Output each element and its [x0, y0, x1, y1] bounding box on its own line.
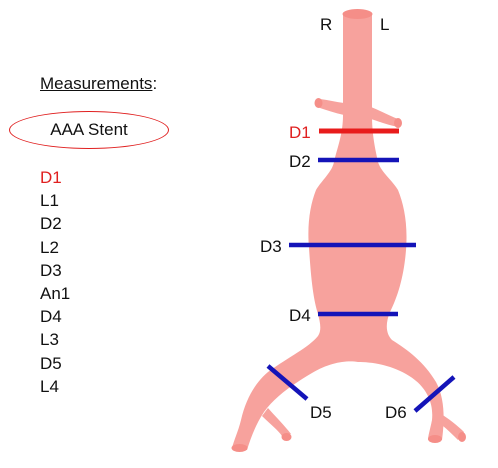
measurement-item-an1[interactable]: An1 [40, 284, 71, 304]
renal-branch-right-cap [314, 98, 323, 108]
iliac-branch-right-small [262, 408, 291, 436]
diagram-labels: R L D1 D2 D3 D4 D5 D6 [260, 15, 407, 422]
measurement-list: D1 L1 D2 L2 D3 An1 D4 L3 D5 L4 [40, 166, 70, 398]
marker-d3-label: D3 [260, 237, 282, 256]
aorta-trunk [232, 14, 444, 450]
marker-d6-label: D6 [385, 403, 407, 422]
orientation-l-label: L [380, 15, 389, 34]
renal-branch-left-cap [394, 118, 402, 128]
iliac-leg-left-cap [428, 435, 442, 443]
measurements-heading: Measurements: [40, 74, 157, 94]
marker-d5-line[interactable] [266, 364, 309, 401]
measurement-item-d1[interactable]: D1 [40, 168, 62, 187]
marker-d2-label: D2 [289, 152, 311, 171]
iliac-branch-right-small-cap [281, 433, 292, 441]
renal-branch-left [371, 107, 400, 127]
aaa-stent-label: AAA Stent [50, 120, 128, 139]
renal-branch-right [317, 99, 344, 115]
measurement-item-d3[interactable]: D3 [40, 260, 62, 280]
iliac-branch-left-small-cap [458, 432, 466, 442]
measurement-item-d2[interactable]: D2 [40, 214, 62, 234]
marker-d1-label: D1 [289, 123, 311, 142]
marker-d5-label: D5 [310, 403, 332, 422]
measurement-item-l2[interactable]: L2 [40, 237, 59, 257]
measurement-item-l3[interactable]: L3 [40, 330, 59, 350]
measurement-item-d4[interactable]: D4 [40, 307, 62, 327]
orientation-r-label: R [320, 15, 332, 34]
iliac-branch-left-small [434, 412, 464, 440]
marker-d6-line[interactable] [413, 375, 456, 413]
measurement-item-l4[interactable]: L4 [40, 376, 59, 396]
aaa-stent-button[interactable]: AAA Stent [9, 111, 169, 149]
aorta-vessel [231, 9, 466, 452]
aorta-top-cap [342, 9, 373, 19]
iliac-leg-right-cap [231, 444, 248, 452]
measurement-item-l1[interactable]: L1 [40, 191, 59, 211]
measurement-markers [266, 128, 456, 413]
marker-d4-label: D4 [289, 306, 311, 325]
measurements-title: Measurements [40, 74, 153, 93]
measurement-item-d5[interactable]: D5 [40, 353, 62, 373]
measurements-colon: : [152, 74, 158, 93]
